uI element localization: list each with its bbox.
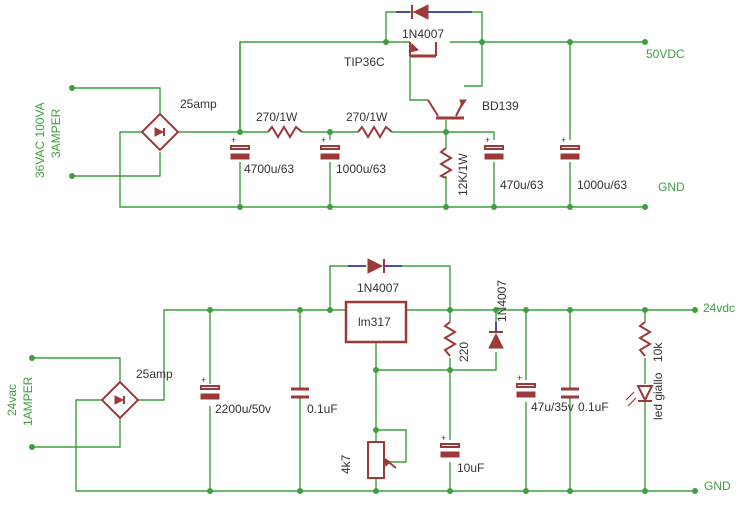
lower-c1-label: 2200u/50v: [215, 402, 271, 416]
upper-r1-label: 270/1W: [256, 110, 298, 124]
lower-led-label: led giallo: [651, 372, 665, 420]
lower-input-label-2: 1AMPER: [21, 376, 35, 426]
upper-diode: [396, 4, 472, 20]
upper-c2-label: 1000u/63: [336, 162, 386, 176]
lower-cap-47u: +: [516, 373, 536, 398]
lower-diode-1-label: 1N4007: [357, 281, 399, 295]
upper-output-label: 50VDC: [646, 47, 685, 61]
svg-text:+: +: [485, 135, 490, 145]
svg-text:+: +: [441, 433, 446, 443]
svg-text:+: +: [321, 135, 326, 145]
lower-bridge-label: 25amp: [136, 367, 173, 381]
lower-pot-label: 4k7: [339, 454, 353, 474]
lower-diode-1: [348, 258, 402, 274]
lower-c5-label: 0.1uF: [578, 400, 609, 414]
upper-input-label-1: 36VAC 100VA: [33, 102, 47, 178]
svg-text:+: +: [201, 375, 206, 385]
lower-c2-label: 0.1uF: [307, 402, 338, 416]
upper-bridge-label: 25amp: [180, 97, 217, 111]
lower-potentiometer: [367, 441, 397, 479]
lower-junctions: [29, 307, 698, 494]
upper-junctions: [69, 39, 648, 210]
upper-diode-label: 1N4007: [402, 27, 444, 41]
upper-cap-c4: +: [560, 135, 580, 160]
upper-input-label-2: 3AMPER: [49, 108, 63, 158]
svg-text:+: +: [517, 373, 522, 383]
lower-resistor-220: [443, 321, 457, 357]
lower-input-label-1: 24vac: [5, 384, 19, 416]
lower-output-label: 24vdc: [703, 301, 735, 315]
lower-led: [625, 385, 654, 407]
bd139-label: BD139: [482, 99, 519, 113]
upper-cap-c3: +: [484, 135, 504, 160]
upper-c3-label: 470u/63: [500, 178, 544, 192]
lower-c4-label: 47u/35v: [531, 400, 574, 414]
lower-diode-2: [488, 322, 504, 349]
upper-r3-label: 12K/1W: [456, 153, 470, 196]
upper-cap-c1: +: [230, 135, 250, 160]
upper-circuit: + + + +: [33, 4, 685, 210]
upper-cap-c2: +: [320, 135, 340, 160]
lower-c3-label: 10uF: [457, 461, 484, 475]
lower-wires: [32, 265, 695, 492]
upper-bridge-rectifier: [140, 112, 180, 152]
lower-r-10k-label: 10k: [651, 342, 665, 362]
tip36c-label: TIP36C: [344, 55, 385, 69]
upper-resistor-r3: [438, 147, 453, 179]
lower-r-220-label: 220: [457, 342, 471, 362]
lower-bridge-rectifier: [100, 380, 140, 420]
lower-cap-2200u: +: [200, 375, 220, 400]
lower-diode-2-label: 1N4007: [495, 280, 509, 322]
upper-resistor-r1: [267, 125, 303, 139]
lower-resistor-10k: [638, 321, 652, 357]
lower-cap-0-1uf-a: [291, 387, 309, 399]
lm317-regulator: [344, 300, 408, 344]
lower-cap-10uf: +: [440, 433, 460, 458]
upper-gnd-label: GND: [658, 180, 685, 194]
upper-r2-label: 270/1W: [346, 110, 388, 124]
tip36c-transistor: [409, 42, 437, 58]
upper-resistor-r2: [357, 125, 393, 139]
lower-circuit: + + +: [5, 258, 735, 494]
upper-c1-label: 4700u/63: [244, 162, 294, 176]
lower-gnd-label: GND: [704, 479, 731, 493]
lower-cap-0-1uf-b: [561, 387, 579, 399]
lm317-label: lm317: [358, 315, 391, 329]
upper-c4-label: 1000u/63: [577, 178, 627, 192]
svg-text:+: +: [231, 135, 236, 145]
bd139-transistor: [427, 99, 467, 120]
svg-text:+: +: [561, 135, 566, 145]
